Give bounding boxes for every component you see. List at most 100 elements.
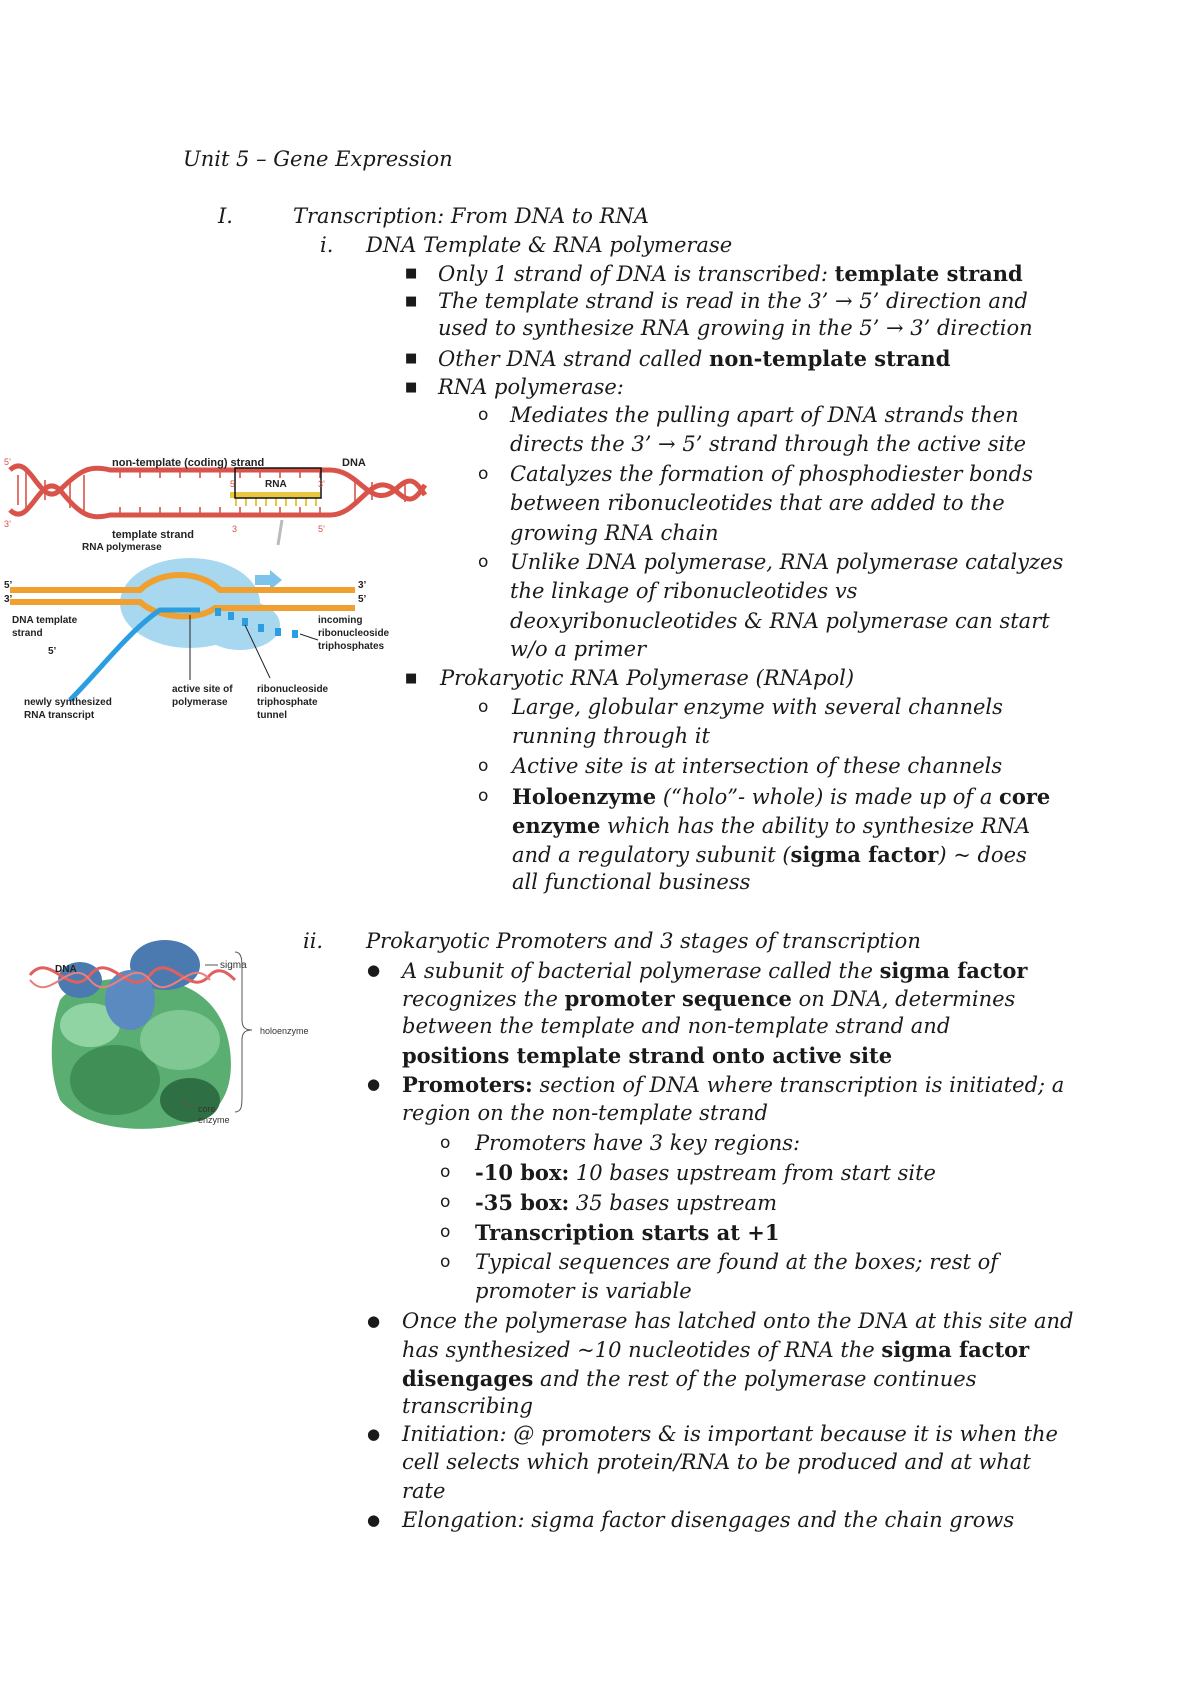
list-item-continuation: enzyme which has the ability to synthesi…	[512, 813, 1031, 838]
list-item-continuation: region on the non-template strand	[402, 1101, 768, 1125]
list-item: Other DNA strand called non-template str…	[438, 346, 951, 371]
list-item: Transcription starts at +1	[475, 1220, 780, 1245]
circle-bullet: o	[478, 697, 489, 717]
core-enzyme-shape	[51, 978, 231, 1129]
square-bullet: ■	[405, 294, 418, 309]
label-dna: DNA	[55, 964, 77, 975]
square-bullet: ■	[405, 671, 418, 686]
dot-bullet: ●	[367, 1075, 381, 1093]
polarity-label: 5’	[48, 646, 57, 657]
label-sigma: sigma	[220, 960, 247, 971]
circle-bullet: o	[440, 1133, 451, 1153]
list-item-continuation: growing RNA chain	[510, 521, 719, 545]
list-item-continuation: w/o a primer	[510, 637, 647, 661]
list-item-continuation: and a regulatory subunit (sigma factor) …	[512, 842, 1027, 867]
label-rna: RNA	[265, 479, 287, 490]
label-holoenzyme: holoenzyme	[260, 1026, 309, 1036]
list-item: -35 box: 35 bases upstream	[475, 1190, 777, 1215]
label-template: template strand	[112, 529, 194, 541]
list-item: Once the polymerase has latched onto the…	[402, 1309, 1074, 1333]
list-item: Promoters: section of DNA where transcri…	[402, 1072, 1065, 1097]
list-item-continuation: positions template strand onto active si…	[402, 1043, 893, 1068]
zoom-box	[234, 467, 322, 499]
label-rna-polymerase: RNA polymerase	[82, 542, 162, 553]
list-item-continuation: promoter is variable	[475, 1279, 692, 1303]
rna-transcript	[68, 607, 200, 702]
circle-bullet: o	[478, 786, 489, 806]
polarity-label: 5’	[358, 594, 367, 605]
dna-strands	[10, 572, 355, 620]
transcription-figure: non-template (coding) strand DNA RNA tem…	[4, 457, 428, 721]
subsection-heading: Prokaryotic Promoters and 3 stages of tr…	[366, 929, 921, 953]
label-non-template: non-template (coding) strand	[112, 457, 264, 469]
page-title: Unit 5 – Gene Expression	[183, 147, 453, 171]
circle-bullet: o	[478, 552, 489, 572]
list-item-continuation: transcribing	[402, 1394, 533, 1418]
list-item-continuation: recognizes the promoter sequence on DNA,…	[402, 986, 1016, 1011]
polarity-label: 5	[230, 479, 235, 489]
polarity-label: 5’	[4, 580, 13, 591]
section-numeral: I.	[218, 204, 233, 228]
incoming-ntps	[215, 608, 298, 638]
list-item-continuation: running through it	[512, 724, 710, 748]
polarity-label: 5’	[318, 524, 325, 534]
circle-bullet: o	[478, 756, 489, 776]
list-item: Elongation: sigma factor disengages and …	[402, 1508, 1015, 1532]
list-item-continuation: cell selects which protein/RNA to be pro…	[402, 1450, 1031, 1474]
list-item: Typical sequences are found at the boxes…	[475, 1250, 999, 1274]
section-heading: Transcription: From DNA to RNA	[293, 204, 649, 228]
list-item: Mediates the pulling apart of DNA strand…	[510, 403, 1019, 427]
list-item-continuation: used to synthesize RNA growing in the 5’…	[438, 316, 1033, 340]
square-bullet: ■	[405, 266, 418, 281]
list-item-continuation: directs the 3’ → 5’ strand through the a…	[510, 432, 1027, 456]
circle-bullet: o	[478, 405, 489, 425]
subsection-numeral: i.	[320, 233, 334, 257]
list-item: Unlike DNA polymerase, RNA polymerase ca…	[510, 550, 1064, 574]
list-item: Active site is at intersection of these …	[512, 754, 1003, 778]
list-item: RNA polymerase:	[438, 375, 624, 399]
rna-strand	[230, 492, 320, 498]
dot-bullet: ●	[367, 1312, 381, 1330]
list-item: Large, globular enzyme with several chan…	[512, 695, 1003, 719]
circle-bullet: o	[440, 1222, 451, 1242]
label-dna: DNA	[342, 457, 366, 469]
circle-bullet: o	[440, 1252, 451, 1272]
list-item: Holoenzyme (“holo”- whole) is made up of…	[512, 784, 1051, 809]
list-item: Initiation: @ promoters & is important b…	[402, 1422, 1058, 1446]
subsection-numeral: ii.	[303, 929, 324, 953]
list-item: Only 1 strand of DNA is transcribed: tem…	[438, 261, 1023, 286]
polarity-label: 5’	[4, 457, 11, 467]
list-item: Catalyzes the formation of phosphodieste…	[510, 462, 1033, 486]
list-item: Prokaryotic RNA Polymerase (RNApol)	[440, 666, 855, 690]
circle-bullet: o	[478, 464, 489, 484]
list-item-continuation: all functional business	[512, 870, 751, 894]
list-item: -10 box: 10 bases upstream from start si…	[475, 1160, 936, 1185]
polarity-label: 3’	[358, 580, 367, 591]
circle-bullet: o	[440, 1192, 451, 1212]
square-bullet: ■	[405, 351, 418, 366]
list-item-continuation: between the template and non-template st…	[402, 1014, 951, 1038]
list-item-continuation: disengages and the rest of the polymeras…	[402, 1366, 977, 1391]
list-item: A subunit of bacterial polymerase called…	[402, 958, 1028, 983]
polarity-label: 3’	[318, 479, 325, 489]
polymerase-arrow	[255, 570, 282, 590]
polarity-label: 3’	[4, 519, 11, 529]
dna-helix	[8, 463, 428, 520]
square-bullet: ■	[405, 380, 418, 395]
list-item-continuation: the linkage of ribonucleotides vs	[510, 579, 858, 603]
list-item: The template strand is read in the 3’ → …	[438, 289, 1028, 313]
polarity-label: 3’	[4, 594, 13, 605]
polarity-label: 3	[232, 524, 237, 534]
dot-bullet: ●	[367, 1425, 381, 1443]
list-item-continuation: between ribonucleotides that are added t…	[510, 491, 1005, 515]
list-item: Promoters have 3 key regions:	[475, 1131, 801, 1155]
subsection-heading: DNA Template & RNA polymerase	[366, 233, 733, 257]
dot-bullet: ●	[367, 961, 381, 979]
dot-bullet: ●	[367, 1511, 381, 1529]
